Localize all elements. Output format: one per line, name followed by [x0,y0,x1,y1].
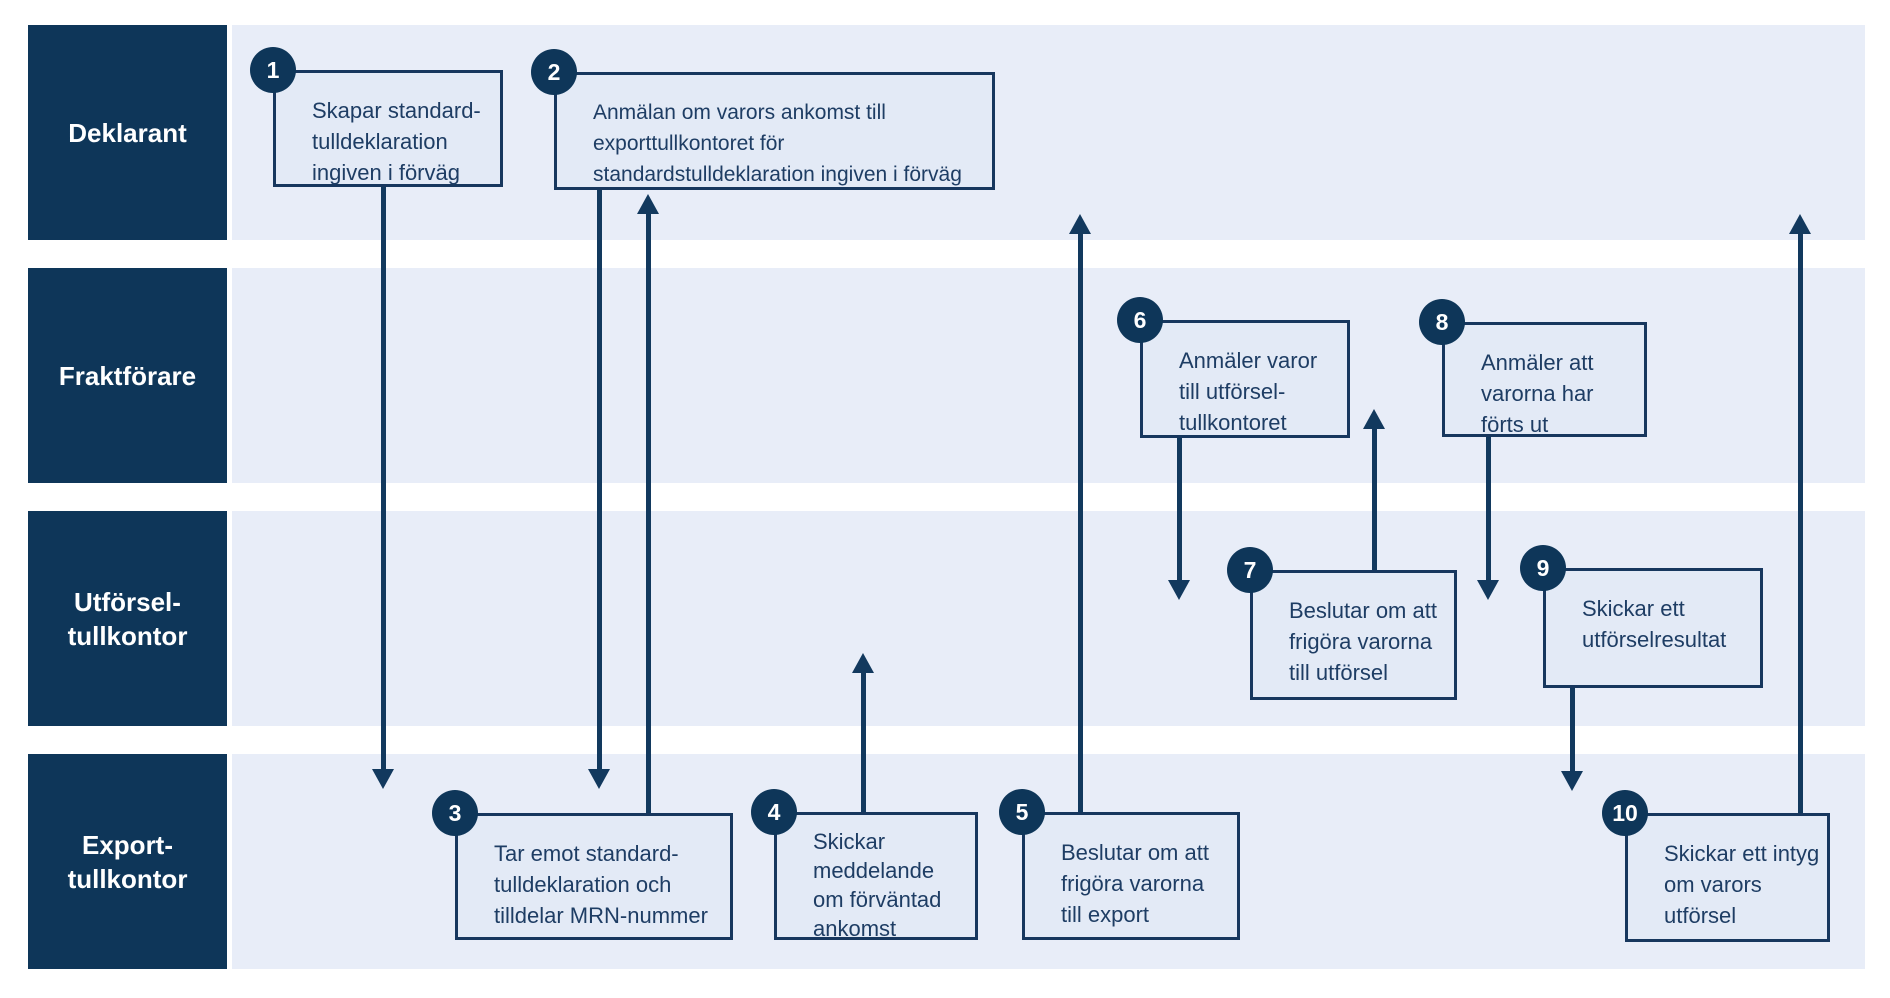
arrow-step5-to-deklarant [1069,214,1091,812]
step-box-5: Beslutar om att frigöra varorna till exp… [1022,812,1240,940]
arrow-step7-to-fraktforare [1363,409,1385,570]
step-text-2: Anmälan om varors ankomst till exporttul… [593,101,962,186]
step-text-7: Beslutar om att frigöra varorna till utf… [1289,598,1437,685]
step-number-badge-1: 1 [250,47,296,93]
step-text-10: Skickar ett intyg om varors utförsel [1664,841,1820,928]
step-box-10: Skickar ett intyg om varors utförsel [1625,813,1830,942]
step-number-badge-3: 3 [432,790,478,836]
arrow-step3-to-step2 [637,194,659,813]
step-text-5: Beslutar om att frigöra varorna till exp… [1061,840,1209,927]
arrow-step8-to-utforsel-tullkontor [1477,437,1499,600]
step-box-9: Skickar ett utförselresultat [1543,568,1763,688]
lane-label-fraktforare: Fraktförare [28,268,227,483]
step-text-6: Anmäler varor till utförsel- tullkontore… [1179,348,1318,435]
step-text-9: Skickar ett utförselresultat [1582,596,1727,652]
lane-label-utforsel-tullkontor: Utförsel- tullkontor [28,511,227,726]
step-number-badge-2: 2 [531,49,577,95]
step-box-8: Anmäler att varorna har förts ut [1442,322,1647,437]
step-number-badge-7: 7 [1227,547,1273,593]
lane-label-export-tullkontor: Export- tullkontor [28,754,227,969]
arrow-step6-to-utforsel-tullkontor [1168,438,1190,600]
step-box-3: Tar emot standard- tulldeklaration och t… [455,813,733,940]
arrow-step4-to-utforsel-tullkontor [852,653,874,812]
step-text-3: Tar emot standard- tulldeklaration och t… [494,841,708,928]
arrow-step9-to-export-tullkontor [1561,688,1583,791]
arrow-step10-to-deklarant [1789,214,1811,813]
step-number-badge-8: 8 [1419,299,1465,345]
step-box-7: Beslutar om att frigöra varorna till utf… [1250,570,1457,700]
lane-band-deklarant [232,25,1865,240]
step-box-2: Anmälan om varors ankomst till exporttul… [554,72,995,190]
step-box-6: Anmäler varor till utförsel- tullkontore… [1140,320,1350,438]
step-box-4: Skickar meddelande om förväntad ankomst [774,812,978,941]
lane-label-deklarant: Deklarant [28,25,227,240]
step-number-badge-5: 5 [999,789,1045,835]
arrow-step1-to-export-tullkontor [372,187,394,789]
step-number-badge-4: 4 [751,789,797,835]
step-number-badge-10: 10 [1602,790,1648,836]
step-number-badge-9: 9 [1520,545,1566,591]
step-box-1: Skapar standard- tulldeklaration ingiven… [273,70,503,187]
step-text-1: Skapar standard- tulldeklaration ingiven… [312,98,481,185]
step-number-badge-6: 6 [1117,297,1163,343]
arrow-step2-to-step3 [588,190,610,789]
step-text-4: Skickar meddelande om förväntad ankomst [813,829,942,941]
step-text-8: Anmäler att varorna har förts ut [1481,350,1594,437]
